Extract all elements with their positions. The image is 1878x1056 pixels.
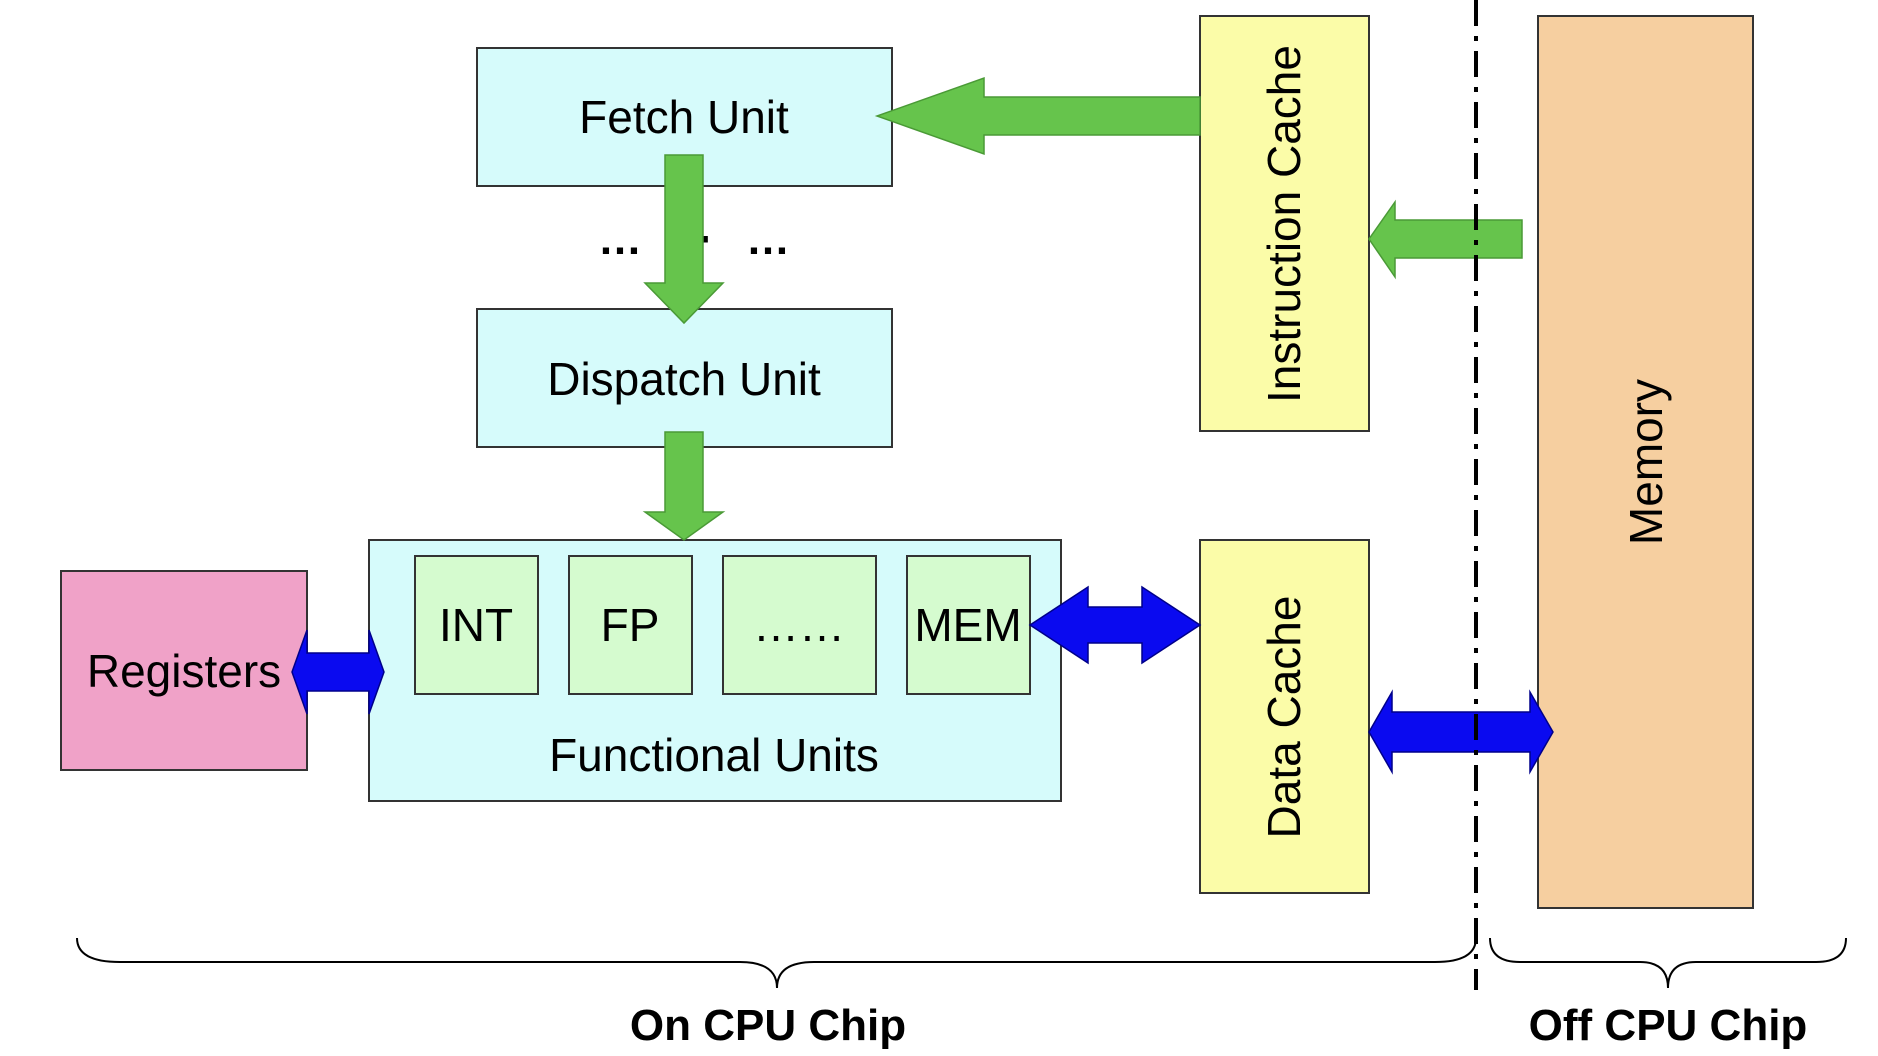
mem-unit: MEM [906, 555, 1031, 695]
memory: Memory [1537, 15, 1754, 909]
fetch-unit-label: Fetch Unit [579, 91, 789, 143]
off-chip-brace [1489, 937, 1847, 989]
int-unit-label: INT [439, 599, 513, 651]
on-chip-brace [76, 937, 1477, 989]
functional-units-label: Functional Units [549, 729, 879, 781]
arrow-dispatch-to-functional [642, 431, 726, 541]
arrow-mem-datacache [1028, 585, 1202, 665]
data-cache: Data Cache [1199, 539, 1370, 894]
more-units: …… [722, 555, 877, 695]
int-unit: INT [414, 555, 539, 695]
dispatch-unit: Dispatch Unit [476, 308, 893, 448]
fp-unit: FP [568, 555, 693, 695]
fp-unit-label: FP [601, 599, 660, 651]
ellipsis-right: … [746, 215, 790, 264]
on-chip-label: On CPU Chip [630, 1001, 906, 1050]
arrow-icache-to-fetch [874, 76, 1201, 156]
ellipsis-left: … [598, 215, 642, 264]
instruction-cache-label: Instruction Cache [1258, 45, 1310, 403]
data-cache-label: Data Cache [1258, 596, 1310, 839]
off-chip-label: Off CPU Chip [1529, 1001, 1808, 1050]
arrow-datacache-memory [1368, 689, 1554, 775]
arrow-fetch-to-dispatch [643, 154, 725, 325]
more-units-label: …… [753, 599, 845, 651]
registers: Registers [60, 570, 308, 771]
registers-label: Registers [87, 645, 281, 697]
functional-units: Functional Units INT FP …… MEM [368, 539, 1062, 802]
arrow-memory-to-icache [1368, 199, 1523, 280]
dispatch-unit-label: Dispatch Unit [547, 353, 821, 405]
arrow-registers-functional [291, 629, 385, 715]
instruction-cache: Instruction Cache [1199, 15, 1370, 432]
mem-unit-label: MEM [914, 599, 1021, 651]
memory-label: Memory [1620, 379, 1672, 545]
